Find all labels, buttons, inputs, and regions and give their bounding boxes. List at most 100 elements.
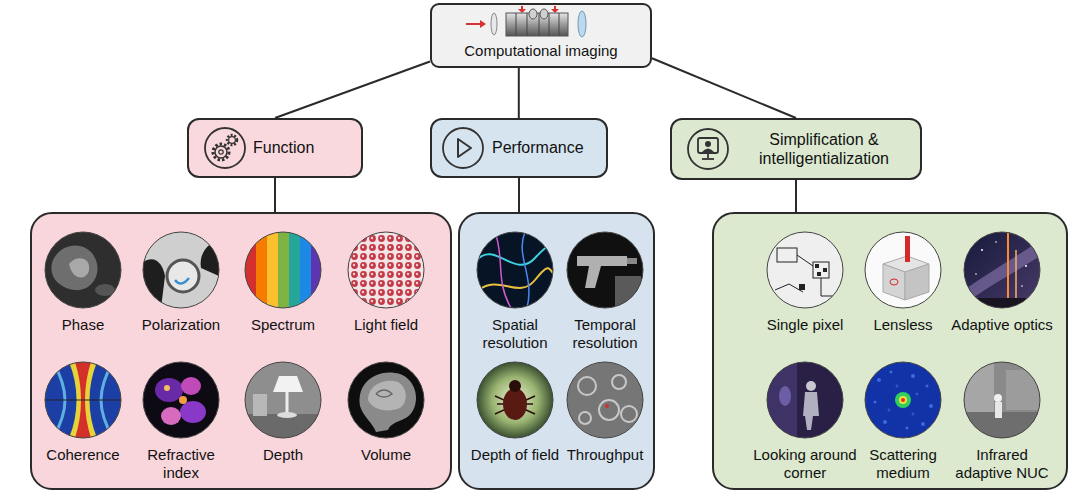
light-field-image [348,232,424,308]
text-slot: Depth [263,446,303,464]
refractive-index-image [143,362,219,438]
coherence-image [45,362,121,438]
camera-lens-icon [466,23,480,25]
spatial-resolution-image [479,268,555,290]
spectrum-image [245,232,321,308]
light-field-image [348,232,424,308]
adaptive-optics-image [1021,285,1023,287]
coherence-image [45,400,121,401]
camera-lens-icon [527,13,528,36]
connector-line [795,180,797,212]
box-fill [459,213,654,489]
scattering-medium-image [865,362,941,438]
single-pixel-image [767,232,843,308]
looking-around-corner-image [767,362,843,438]
connector-line [274,178,276,212]
box-fill [431,119,607,177]
adaptive-optics-image [964,232,1040,308]
throughput-image [612,375,626,389]
phase-image [45,232,121,308]
light-field-image [348,232,424,308]
spatial-resolution-image [477,232,555,308]
item-label: Coherence [46,446,119,464]
depth-image [253,394,267,416]
category-box: Function [187,118,363,178]
user-icon [688,129,728,169]
looking-around-corner-image [767,362,843,438]
box-title: Performance [492,138,584,157]
spatial-resolution-image [495,232,511,308]
scattering-medium-image [899,396,907,404]
volume-image [368,381,406,411]
text-slot: Volume [361,446,411,464]
item-label: Temporal resolution [565,316,645,352]
spatial-resolution-image [477,232,553,308]
box-title: Function [253,138,314,157]
coherence-image [45,362,121,438]
spatial-resolution-image [477,240,555,265]
camera-lens-icon [549,13,550,36]
text-slot: Depth of field [471,446,559,464]
volume-image [348,362,424,438]
single-pixel-image [799,284,805,290]
item-label: Light field [354,316,418,334]
spectrum-image [300,232,311,308]
user-icon [705,141,711,147]
item-label: Lensless [873,316,932,334]
spectrum-image [245,232,322,308]
polarization-image [143,232,219,308]
temporal-resolution-image [567,232,643,308]
single-pixel-image [777,248,797,262]
scattering-medium-image [865,362,941,438]
single-pixel-image [813,262,829,278]
text-slot: Polarization [142,316,220,334]
text-slot: Spatial resolution [475,316,555,352]
category-box: Simplification & intelligentialization [670,118,922,180]
box-fill [671,119,921,179]
depth-image [273,376,303,392]
throughput-image [567,362,643,438]
text-slot: Function [253,138,314,157]
scattering-medium-image [888,409,891,412]
camera-lens-icon [529,9,537,19]
refractive-index-image [143,362,219,438]
gear-icon [227,135,237,145]
infrared-image [1006,370,1040,410]
spectrum-image [267,232,278,308]
text-slot: Lensless [873,316,932,334]
scattering-medium-image [874,401,877,404]
infrared-image [994,394,1002,402]
adaptive-optics-image [964,232,1040,308]
camera-lens-icon [578,11,586,37]
item-label: Throughput [567,446,644,464]
single-pixel-image [821,278,835,296]
lensless-image [905,236,910,262]
scattering-medium-image [895,392,911,408]
text-slot: Adaptive optics [951,316,1053,334]
scattering-medium-image [916,393,919,396]
camera-lens-icon [540,9,548,19]
lensless-image [865,232,941,308]
looking-around-corner-image [806,381,816,391]
connector-line [518,178,520,212]
camera-lens-icon [480,20,486,28]
spectrum-image [256,232,267,308]
depth-image [277,412,297,418]
connector-line [518,68,520,118]
adaptive-optics-image [981,249,983,251]
temporal-resolution-image [627,258,637,264]
refractive-index-image [180,401,206,423]
lensless-image [865,232,941,308]
scattering-medium-image [906,427,909,430]
box-fill [431,4,651,67]
user-icon [707,153,709,158]
topic-panel: PhasePolarizationSpectrumLight fieldCohe… [30,212,452,490]
user-icon [702,158,714,160]
polarization-image [167,260,199,292]
item-label: Adaptive optics [951,316,1053,334]
user-icon [702,149,714,153]
scattering-medium-image [883,420,887,424]
polarization-image [143,232,219,308]
depth-of-field-image [509,380,521,392]
